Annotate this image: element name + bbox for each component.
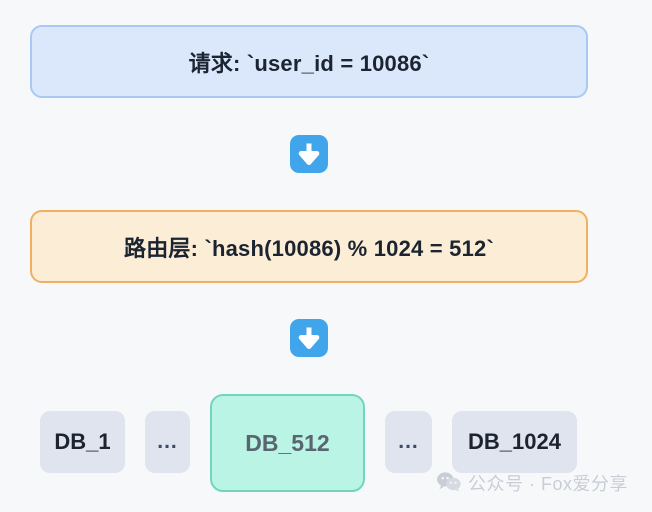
watermark: 公众号 · Fox爱分享 xyxy=(437,472,628,496)
shard-ellipsis-right: ... xyxy=(385,411,432,473)
wechat-icon xyxy=(437,472,461,496)
flow-step-request-label: 请求: `user_id = 10086` xyxy=(188,50,430,76)
arrow-down-icon xyxy=(290,319,328,357)
flow-step-router: 路由层: `hash(10086) % 1024 = 512` xyxy=(30,210,588,283)
shard-db-1-label: DB_1 xyxy=(54,429,111,454)
shard-db-512-label: DB_512 xyxy=(245,429,330,456)
shard-ellipsis-right-label: ... xyxy=(398,430,419,453)
shard-ellipsis-left-label: ... xyxy=(157,430,178,453)
shard-db-1024-label: DB_1024 xyxy=(468,429,561,454)
flow-step-request: 请求: `user_id = 10086` xyxy=(30,25,588,98)
shard-db-512-active: DB_512 xyxy=(210,394,365,492)
watermark-text: 公众号 · Fox爱分享 xyxy=(468,474,629,494)
shard-db-1024: DB_1024 xyxy=(452,411,577,473)
shard-row: DB_1 ... DB_512 ... DB_1024 xyxy=(0,380,652,500)
arrow-down-icon xyxy=(290,135,328,173)
shard-db-1: DB_1 xyxy=(40,411,125,473)
flow-step-router-label: 路由层: `hash(10086) % 1024 = 512` xyxy=(124,235,494,261)
shard-ellipsis-left: ... xyxy=(145,411,190,473)
